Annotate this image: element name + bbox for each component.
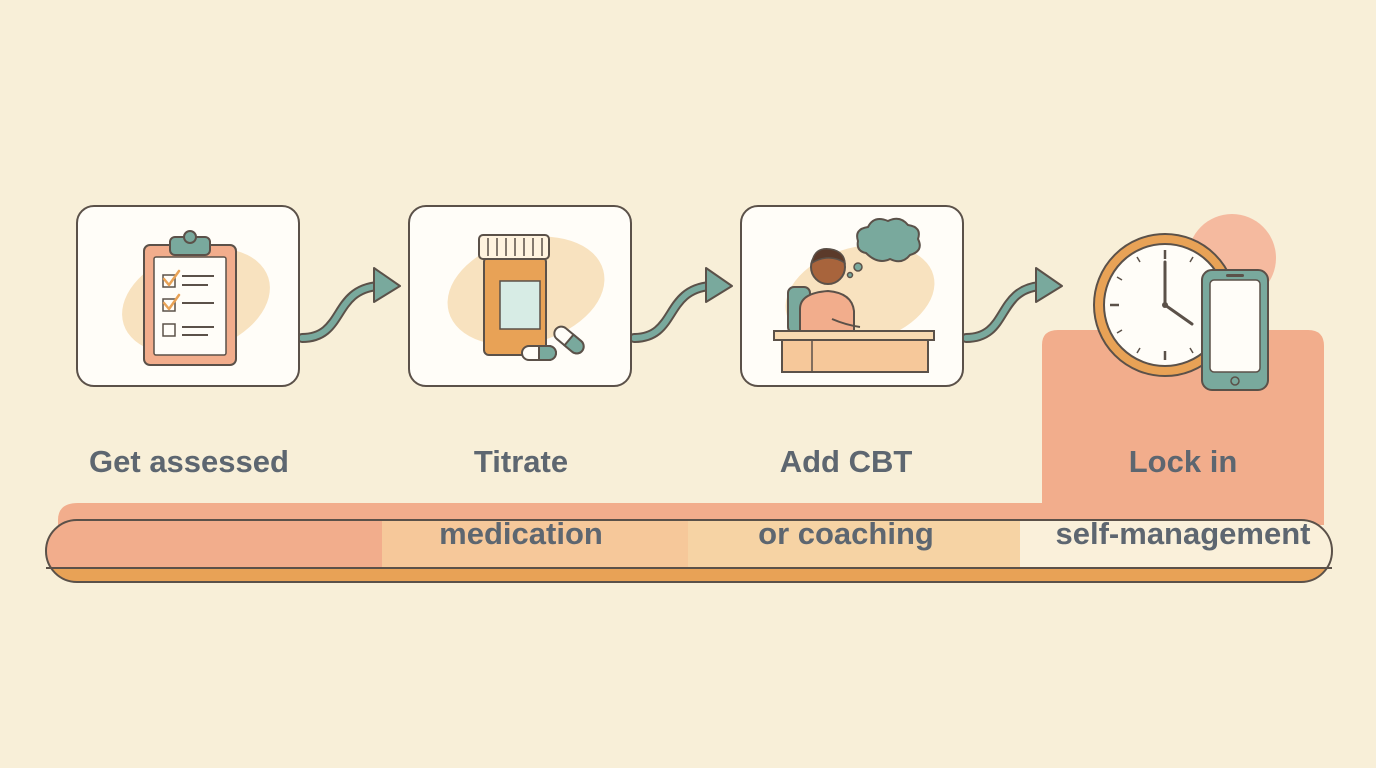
step-label-medication: Titrate medication bbox=[439, 444, 603, 551]
arrow-2-to-3 bbox=[629, 267, 733, 343]
pill-bottle-icon bbox=[447, 234, 605, 361]
progress-segment-4 bbox=[1020, 520, 1332, 568]
step-card-assess bbox=[76, 205, 300, 387]
arrow-1-to-2 bbox=[297, 267, 401, 343]
progress-segment-2 bbox=[382, 520, 688, 568]
step-card-medication bbox=[408, 205, 632, 387]
capsule-horizontal bbox=[521, 345, 557, 361]
step-label-self-management: Lock in self-management bbox=[1055, 444, 1311, 551]
thought-bubble bbox=[846, 217, 921, 279]
clock-icon bbox=[1093, 233, 1237, 377]
step-label-assess: Get assessed bbox=[89, 444, 289, 479]
progress-base-strip bbox=[46, 568, 1332, 582]
step-card-cbt bbox=[740, 205, 964, 387]
progress-segment-3 bbox=[688, 520, 1020, 568]
arrow-3-to-4 bbox=[961, 267, 1063, 343]
progress-segment-1 bbox=[46, 520, 382, 568]
step-label-cbt: Add CBT or coaching bbox=[758, 444, 934, 551]
person-at-desk-icon bbox=[773, 217, 935, 373]
capsule-angled bbox=[553, 325, 585, 355]
phone-icon bbox=[1201, 269, 1269, 391]
clipboard-checklist-icon bbox=[122, 230, 270, 366]
